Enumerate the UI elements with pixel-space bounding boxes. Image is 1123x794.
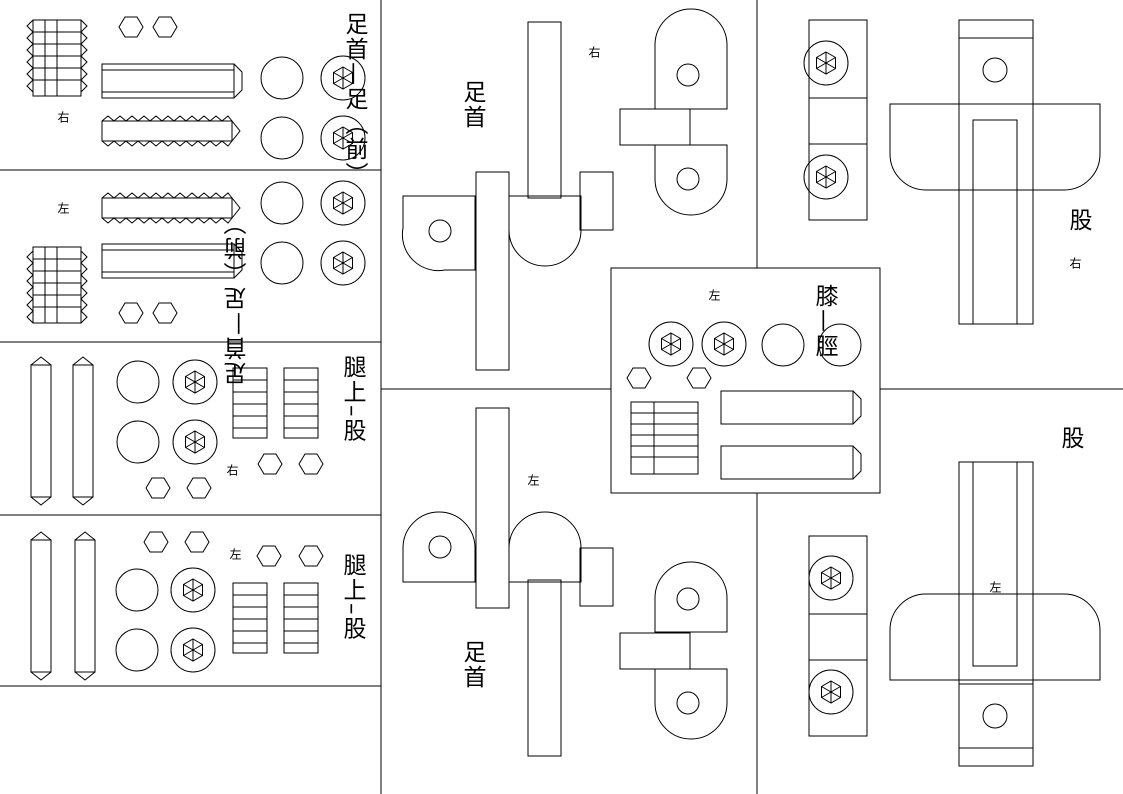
- ankle-label-bottom: 足首: [459, 640, 485, 690]
- ankle-label-top: 足首: [459, 80, 485, 130]
- knee-shin-label: 膝—脛: [811, 284, 837, 359]
- thigh-right-label: 股: [1065, 208, 1091, 233]
- side-mark-right-3: 右: [587, 46, 601, 58]
- ankle-foot-front-label-top: 足首—足（前）: [341, 12, 367, 187]
- side-mark-left-4: 左: [707, 289, 721, 301]
- side-mark-left-2: 左: [228, 548, 242, 560]
- side-mark-right-2: 右: [225, 464, 239, 476]
- side-mark-right-1: 右: [56, 111, 70, 123]
- side-mark-left-3: 左: [526, 474, 540, 486]
- ankle-foot-front-label-bottom: 足首—足（前）: [225, 210, 251, 385]
- thigh-upper-label-b: 腿上–股: [339, 553, 365, 642]
- thigh-upper-label-a: 腿上–股: [339, 355, 365, 444]
- thigh-left-label: 股: [1057, 426, 1083, 451]
- side-mark-right-4: 右: [1068, 257, 1082, 269]
- side-mark-left-1: 左: [56, 202, 70, 214]
- side-mark-left-5: 左: [988, 581, 1002, 593]
